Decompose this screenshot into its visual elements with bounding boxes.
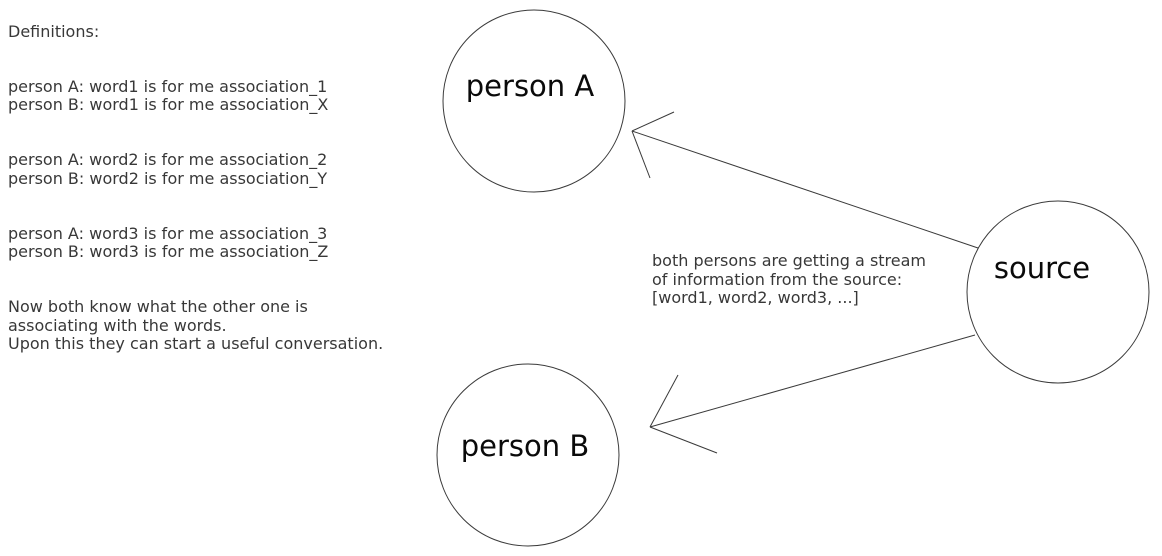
arrowhead-upper-barb (631, 111, 675, 132)
arrow-shaft (631, 130, 979, 249)
source-circle (966, 200, 1150, 384)
conclusion-note: Now both know what the other one is asso… (8, 297, 384, 353)
person-a-circle (442, 9, 626, 193)
person-b-circle (436, 363, 620, 547)
arrowhead-upper-barb (649, 374, 679, 428)
source-label: source (993, 251, 1091, 285)
arrow-source-to-person-a (631, 111, 979, 249)
person-a-label: person A (465, 69, 595, 103)
arrowhead-lower-barb (649, 426, 718, 454)
definition-pair-word3: person A: word3 is for me association_3 … (8, 223, 329, 261)
person-b-label: person B (460, 429, 590, 463)
arrow-source-to-person-b (649, 334, 976, 454)
definition-pair-word1: person A: word1 is for me association_1 … (8, 76, 329, 114)
definitions-panel: Definitions: person A: word1 is for me a… (8, 4, 428, 372)
stream-annotation: both persons are getting a stream of inf… (652, 251, 927, 307)
definitions-heading: Definitions: (8, 21, 100, 41)
arrow-shaft (649, 334, 976, 428)
arrowhead-lower-barb (631, 130, 651, 179)
definition-pair-word2: person A: word2 is for me association_2 … (8, 150, 328, 188)
